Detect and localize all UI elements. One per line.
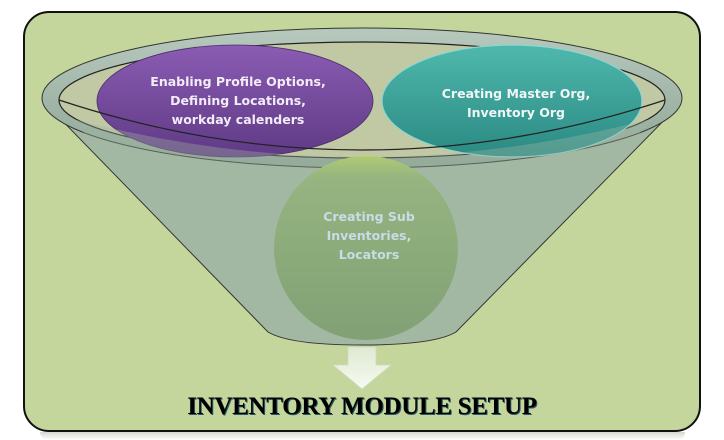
funnel-front-glass xyxy=(70,118,654,343)
stage-label-line: Inventories, xyxy=(327,228,412,243)
stage-label-line: Creating Sub xyxy=(323,209,415,224)
stage-label-line: Enabling Profile Options, xyxy=(150,74,325,89)
stage-label-line: Creating Master Org, xyxy=(442,86,590,101)
stage-label-line: Inventory Org xyxy=(467,105,565,120)
stage-label-line: Locators xyxy=(339,247,400,262)
down-arrow-icon xyxy=(331,346,393,390)
diagram-title: INVENTORY MODULE SETUP xyxy=(187,393,537,420)
stage-master-org[interactable]: Creating Master Org, Inventory Org xyxy=(381,44,643,158)
stage-sub-inventories[interactable] xyxy=(274,156,458,340)
stage-label-line: Defining Locations, xyxy=(170,93,306,108)
stage-circle xyxy=(274,156,458,340)
stage-label-line: workday calenders xyxy=(172,112,305,127)
funnel-rim-front xyxy=(58,99,666,151)
stage-ellipse xyxy=(381,44,643,158)
frame-shadow xyxy=(40,432,685,440)
